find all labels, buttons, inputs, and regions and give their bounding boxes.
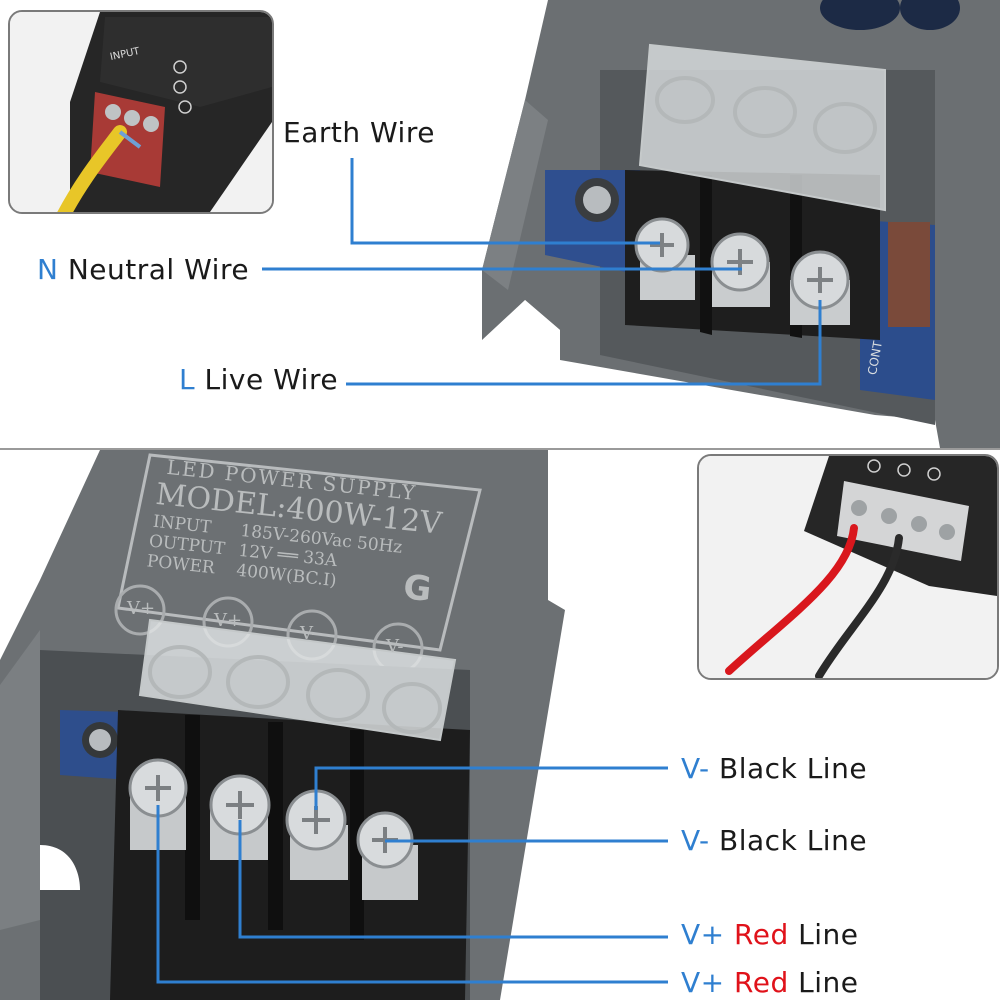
neutral-wire-text: Neutral Wire — [67, 253, 250, 286]
red-line-1-word: Red — [734, 918, 789, 951]
black-line-1-callout — [314, 766, 668, 810]
live-wire-label: L Live Wire — [179, 366, 338, 394]
terminal-mark-3: V- — [300, 623, 318, 644]
black-line-2-rest: Line — [806, 824, 868, 857]
red-line-1-rest: Line — [798, 918, 859, 951]
bottom-psu-photo — [0, 450, 565, 1000]
output-inset-photo — [697, 454, 999, 680]
earth-wire-text: Earth Wire — [283, 116, 435, 149]
black-line-2-word: Black — [719, 824, 798, 857]
red-line-1-prefix: V+ — [681, 918, 725, 951]
terminal-mark-1: V+ — [127, 598, 156, 619]
red-line-label-1: V+ Red Line — [681, 921, 859, 949]
black-line-label-1: V- Black Line — [681, 755, 867, 783]
input-inset-photo: INPUT — [8, 10, 274, 214]
live-prefix: L — [179, 363, 196, 396]
output-inset-illustration — [699, 456, 997, 678]
bottom-panel: LED POWER SUPPLY MODEL:400W-12V INPUT 18… — [0, 450, 1000, 1000]
black-line-1-word: Black — [719, 752, 798, 785]
bottom-callout-lines — [156, 766, 668, 984]
neutral-wire-label: N Neutral Wire — [37, 256, 249, 284]
live-wire-text: Live Wire — [204, 363, 339, 396]
neutral-prefix: N — [37, 253, 59, 286]
earth-callout-line — [350, 158, 660, 245]
red-line-2-callout — [156, 805, 668, 984]
black-line-1-rest: Line — [806, 752, 868, 785]
red-line-2-prefix: V+ — [681, 966, 725, 999]
red-line-label-2: V+ Red Line — [681, 969, 859, 997]
red-line-1-callout — [238, 820, 668, 939]
top-psu-photo — [482, 0, 1000, 448]
black-line-1-prefix: V- — [681, 752, 710, 785]
black-line-2-prefix: V- — [681, 824, 710, 857]
black-line-label-2: V- Black Line — [681, 827, 867, 855]
earth-wire-label: Earth Wire — [283, 119, 435, 147]
red-line-2-rest: Line — [798, 966, 859, 999]
top-callout-lines — [262, 158, 822, 386]
terminal-mark-4: V- — [386, 636, 404, 657]
panel-divider — [0, 448, 1000, 450]
terminal-mark-2: V+ — [214, 610, 243, 631]
live-callout-line — [346, 300, 822, 386]
top-panel: CONT INPUT Earth Wire N Neutral Wire — [0, 0, 1000, 448]
input-inset-illustration — [10, 12, 272, 212]
red-line-2-word: Red — [734, 966, 789, 999]
